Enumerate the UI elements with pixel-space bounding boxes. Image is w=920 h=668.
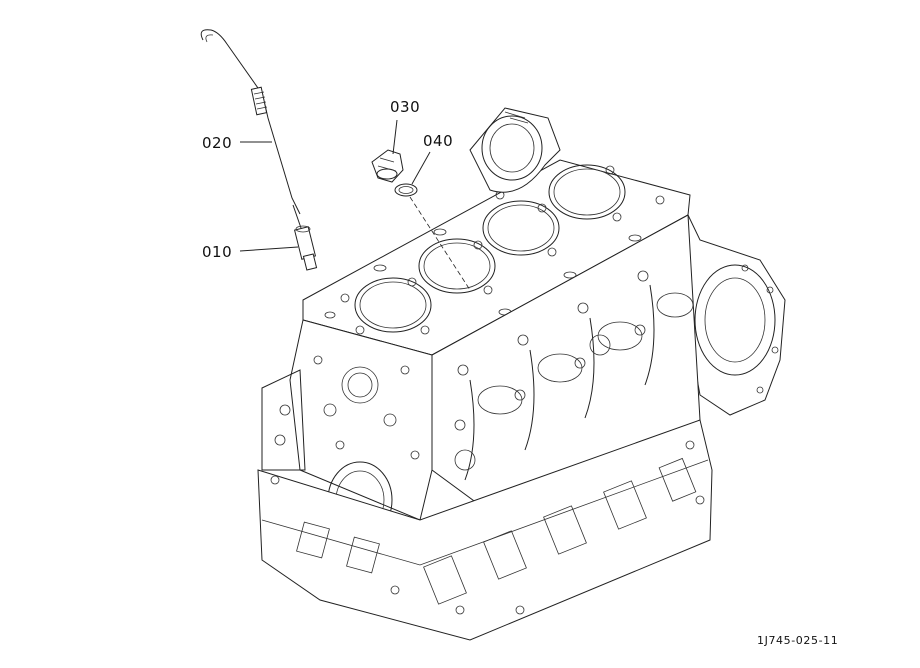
assembly-guide-line (409, 196, 471, 291)
drawing-reference-code: 1J745-025-11 (757, 634, 838, 647)
dipstick-guide-pipe (292, 204, 318, 271)
callout-010: 010 (202, 243, 232, 261)
dipstick-gauge (200, 29, 301, 215)
callout-040: 040 (423, 132, 453, 150)
o-ring-gasket (394, 183, 418, 197)
callout-020: 020 (202, 134, 232, 152)
leader-lines (239, 119, 431, 252)
engine-block-illustration (257, 107, 786, 641)
callout-030: 030 (390, 98, 420, 116)
oil-filler-cap (371, 149, 404, 183)
